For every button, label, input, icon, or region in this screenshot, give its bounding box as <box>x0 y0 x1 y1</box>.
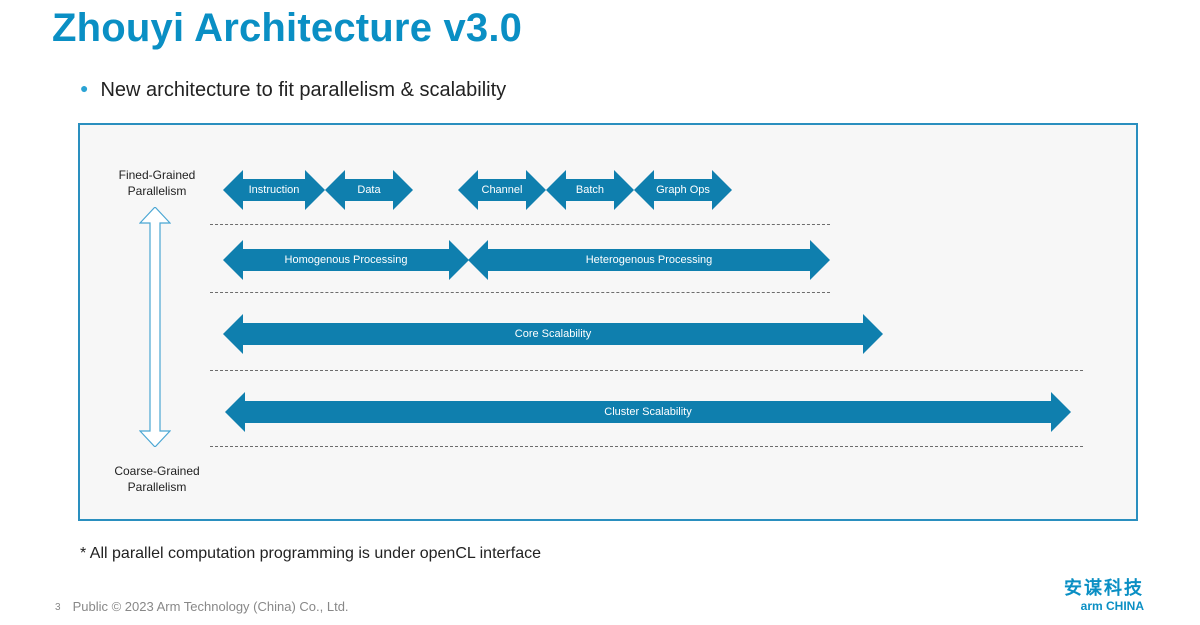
arrow-instruction: Instruction <box>223 170 325 210</box>
arrow-label-heterogenous: Heterogenous Processing <box>585 254 713 266</box>
arrow-label-homogenous: Homogenous Processing <box>284 254 408 266</box>
arrow-label-core-scalability: Core Scalability <box>514 328 592 340</box>
logo-chinese-text: 安谋科技 <box>1064 578 1144 598</box>
page-title: Zhouyi Architecture v3.0 <box>52 6 523 50</box>
separator-line-2 <box>210 292 830 293</box>
footer: 3 Public © 2023 Arm Technology (China) Co… <box>55 599 349 614</box>
arrow-cluster-scalability: Cluster Scalability <box>225 392 1071 432</box>
arrow-homogenous-processing: Homogenous Processing <box>223 240 469 280</box>
separator-line-4 <box>210 446 1083 447</box>
bullet-dot-icon: ● <box>80 80 89 96</box>
granularity-double-arrow-icon <box>138 206 172 448</box>
arrow-label-graph-ops: Graph Ops <box>656 184 710 196</box>
arrow-label-instruction: Instruction <box>248 184 300 196</box>
arrow-data: Data <box>325 170 413 210</box>
copyright-text: Public © 2023 Arm Technology (China) Co.… <box>72 599 349 614</box>
footnote: * All parallel computation programming i… <box>80 545 541 562</box>
bullet-point: ● New architecture to fit parallelism & s… <box>80 79 506 102</box>
arrow-label-channel: Channel <box>481 184 523 196</box>
arrow-label-cluster-scalability: Cluster Scalability <box>604 406 692 418</box>
arrow-label-batch: Batch <box>575 184 605 196</box>
coarse-grained-label: Coarse-Grained Parallelism <box>114 464 200 494</box>
arrow-batch: Batch <box>546 170 634 210</box>
arrow-heterogenous-processing: Heterogenous Processing <box>468 240 830 280</box>
arrow-graph-ops: Graph Ops <box>634 170 732 210</box>
arrow-core-scalability: Core Scalability <box>223 314 883 354</box>
logo-english-text: arm CHINA <box>1080 599 1144 613</box>
fine-grained-label: Fined-Grained Parallelism <box>118 168 196 198</box>
separator-line-1 <box>210 224 830 225</box>
arrow-label-data: Data <box>357 184 381 196</box>
separator-line-3 <box>210 370 1083 371</box>
page-number: 3 <box>55 602 61 613</box>
arrow-channel: Channel <box>458 170 546 210</box>
arm-china-logo: 安谋科技 arm CHINA <box>1064 578 1144 614</box>
bullet-text: New architecture to fit parallelism & sc… <box>100 79 507 101</box>
